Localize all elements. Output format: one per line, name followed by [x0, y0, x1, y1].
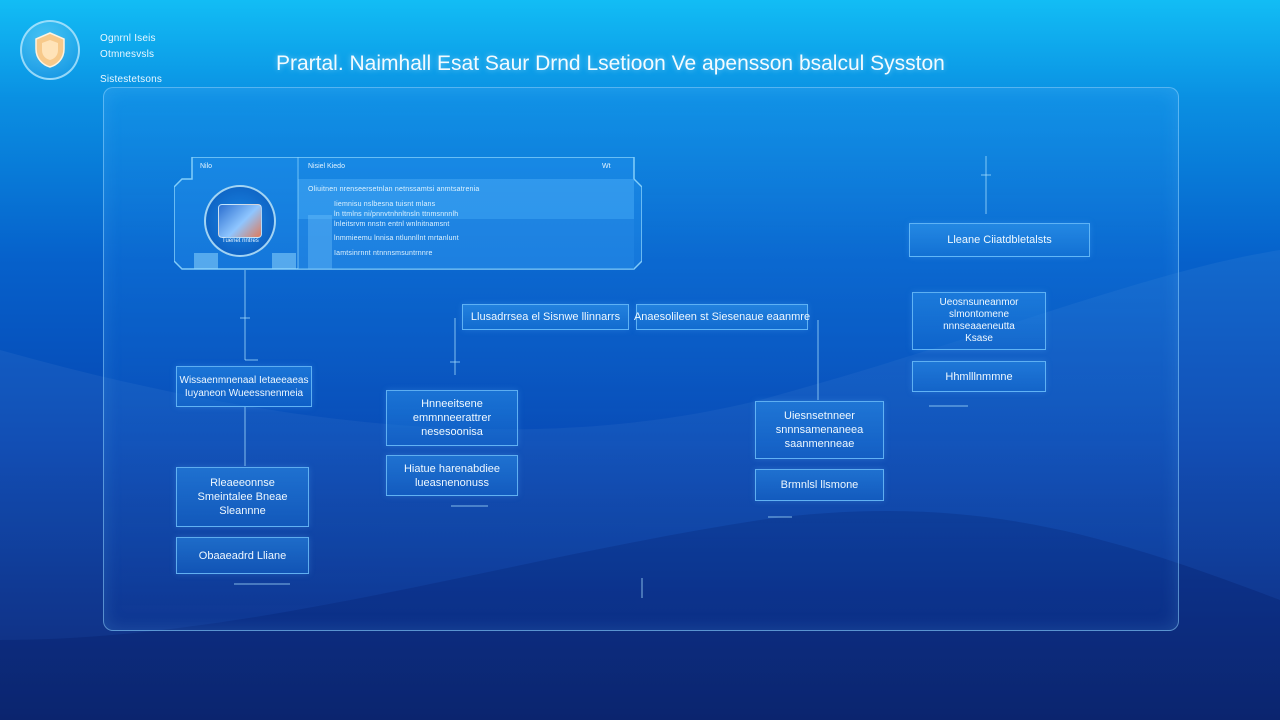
node-left-mid-line-1: Wissaenmnenaal Ietaeeaeas — [180, 374, 309, 387]
node-far-right-a[interactable]: Ueosnsuneanmor slmontomene nnnseaaeneutt… — [912, 292, 1046, 350]
node-top-mid-left-label: Llusadrrsea el Sisnwe llinnarrs — [471, 310, 620, 324]
patient-profile-card[interactable]: Nilo Nisiel Kiedo Wt Tuenet nntres Oliui… — [174, 157, 642, 270]
brand-line-3: Sistestetsons — [100, 74, 162, 85]
node-right-a-line-1: Uiesnsetnneer — [784, 409, 855, 423]
node-left-lower-a-line-1: Rleaeeonnse — [210, 476, 275, 490]
node-far-right-top[interactable]: Lleane Ciiatdbletalsts — [909, 223, 1090, 257]
profile-line-3: ln ttmlns ni/pnnvtnhnltnsln ttnmsnnnlh — [334, 211, 458, 218]
brand-line-2: Otmnesvsls — [100, 49, 154, 60]
node-far-right-a-line-4: Ksase — [965, 333, 993, 345]
profile-line-1: Oliuitnen nrenseersetnlan netnssamtsi an… — [308, 186, 479, 193]
node-center-b-line-2: lueasnenonuss — [415, 476, 489, 490]
profile-tab-center[interactable]: Nisiel Kiedo — [308, 163, 345, 170]
node-far-right-a-line-3: nnnseaaeneutta — [943, 321, 1015, 333]
node-center-a-line-1: Hnneeitsene — [421, 397, 483, 411]
node-far-right-a-line-2: slmontomene — [949, 309, 1009, 321]
node-left-lower-a-line-3: Sleannne — [219, 504, 266, 518]
node-top-mid-right[interactable]: Anaesolileen st Siesenaue eaanmre — [636, 304, 808, 330]
node-left-mid-line-2: Iuyaneon Wueessnenmeia — [185, 387, 303, 400]
logo-badge[interactable] — [20, 20, 80, 80]
node-center-a-line-3: nesesoonisa — [421, 425, 483, 439]
node-top-mid-right-label: Anaesolileen st Siesenaue eaanmre — [634, 310, 810, 324]
node-right-a[interactable]: Uiesnsetnneer snnnsamenaneea saanmenneae — [755, 401, 884, 459]
node-right-a-line-2: snnnsamenaneea — [776, 423, 863, 437]
profile-line-2: Iiemnisu nslbesna tuisnt mlans — [334, 201, 435, 208]
node-left-lower-a-line-2: Smeintalee Bneae — [198, 490, 288, 504]
profile-tab-right[interactable]: Wt — [602, 163, 611, 170]
node-center-a-line-2: emmnneerattrer — [413, 411, 491, 425]
profile-line-4: lnleitsrvm nnstn entnl wnlnitnamsnt — [334, 221, 450, 228]
node-left-mid[interactable]: Wissaenmnenaal Ietaeeaeas Iuyaneon Wuees… — [176, 366, 312, 407]
node-left-lower-a[interactable]: Rleaeeonnse Smeintalee Bneae Sleannne — [176, 467, 309, 527]
node-right-b[interactable]: Brmnlsl llsmone — [755, 469, 884, 501]
node-center-a[interactable]: Hnneeitsene emmnneerattrer nesesoonisa — [386, 390, 518, 446]
profile-tab-left[interactable]: Nilo — [200, 163, 212, 170]
avatar-caption: Tuenet nntres — [222, 238, 259, 244]
node-left-lower-b[interactable]: Obaaeadrd Lliane — [176, 537, 309, 574]
brand-line-1: Ognrnl Iseis — [100, 33, 156, 44]
avatar: Tuenet nntres — [204, 185, 276, 257]
node-right-a-line-3: saanmenneae — [785, 437, 855, 451]
page-title: Prartal. Naimhall Esat Saur Drnd Lsetioo… — [276, 52, 1036, 76]
node-left-lower-b-label: Obaaeadrd Lliane — [199, 549, 286, 563]
node-far-right-b[interactable]: Hhmlllnmmne — [912, 361, 1046, 392]
node-center-b-line-1: Hiatue harenabdiee — [404, 462, 500, 476]
profile-line-6: Iamtsinrnnt ntnnnsmsuntrnnre — [334, 250, 433, 257]
node-far-right-a-line-1: Ueosnsuneanmor — [940, 297, 1019, 309]
profile-line-5: lnmmieemu lnnisa ntlunnllnt mrtanlunt — [334, 235, 459, 242]
patient-photo-icon: Tuenet nntres — [218, 204, 262, 238]
node-far-right-top-label: Lleane Ciiatdbletalsts — [947, 233, 1052, 247]
shield-badge-icon — [33, 31, 67, 69]
node-top-mid-left[interactable]: Llusadrrsea el Sisnwe llinnarrs — [462, 304, 629, 330]
node-far-right-b-label: Hhmlllnmmne — [945, 370, 1012, 384]
node-center-b[interactable]: Hiatue harenabdiee lueasnenonuss — [386, 455, 518, 496]
node-right-b-label: Brmnlsl llsmone — [781, 478, 859, 492]
